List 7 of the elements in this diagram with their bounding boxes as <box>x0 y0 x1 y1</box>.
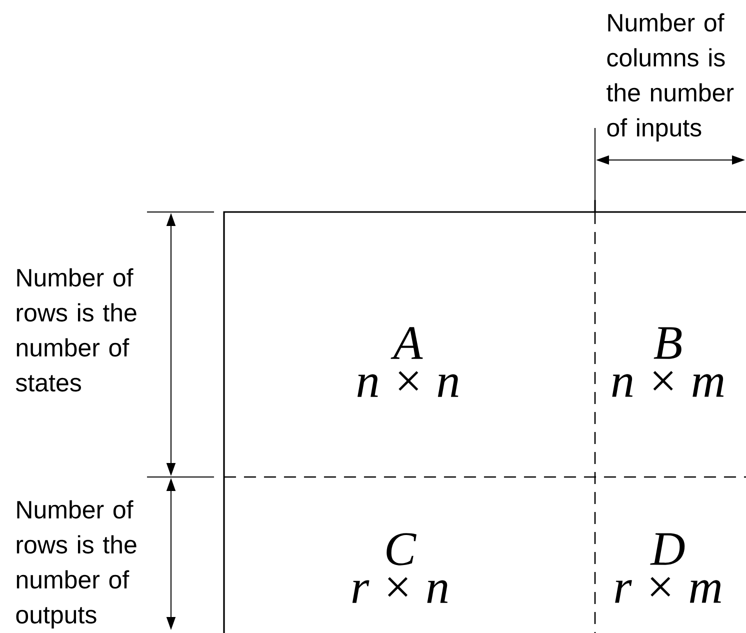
matrix-block-label: C r × n <box>352 533 448 603</box>
matrix-block-label: B n × m <box>612 327 724 397</box>
annotation-text: Number of rows is the number of states <box>16 268 136 392</box>
annotation-text: Number of columns is the number of inputs <box>606 13 734 142</box>
matrix-block-label: D r × m <box>615 533 721 603</box>
matrix-block-label: A n × n <box>358 327 458 397</box>
annotation-text: Number of rows is the number of outputs <box>16 500 136 629</box>
